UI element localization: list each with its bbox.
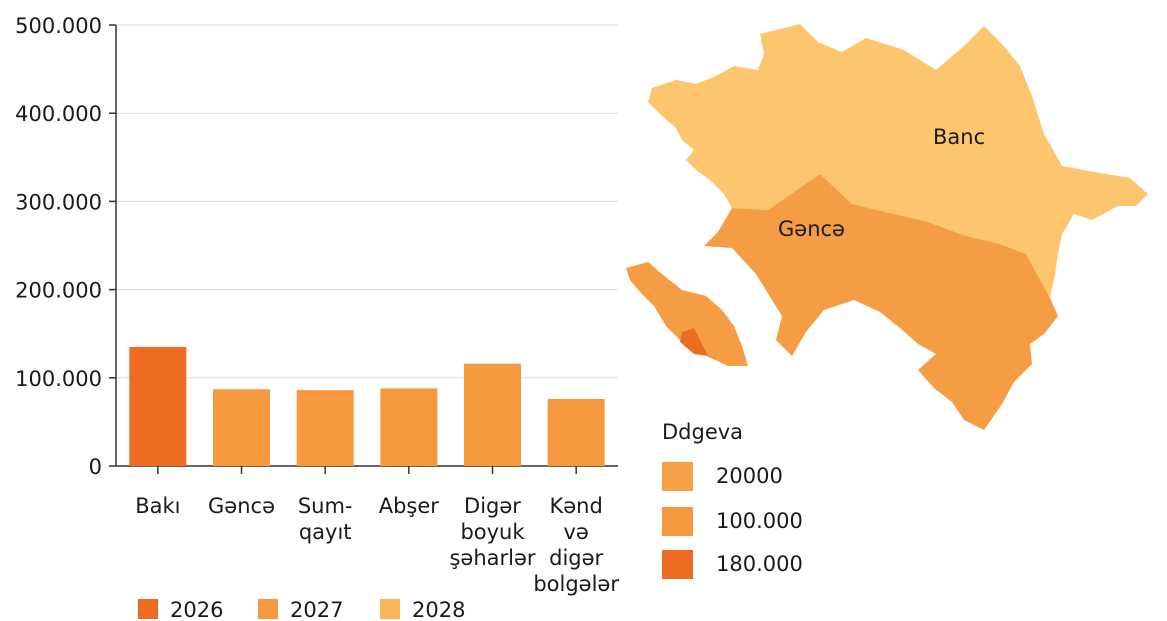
legend-label: 2026 [170,598,223,621]
bar [464,363,521,466]
x-tick-label: Bakı [135,494,180,518]
bar [129,346,187,466]
map-legend-label: 20000 [716,464,783,488]
legend-swatch [258,599,278,619]
map-label-banc: Banc [933,125,985,149]
map-legend-item: 100.000 [662,505,803,537]
map-legend-item: 20000 [662,460,783,492]
map-legend-swatch [662,506,693,536]
map-legend-swatch [662,461,693,491]
legend-label: 2027 [290,598,343,621]
legend-swatch [138,599,158,619]
legend-swatch [380,599,400,619]
x-tick-label: Sum-qayıt [298,494,353,544]
y-tick-label: 100.000 [15,367,102,391]
map-label-gence: Gəncə [778,217,845,241]
map-legend-label: 100.000 [716,509,803,533]
bar [547,398,605,466]
map-legend: Ddgeva 20000 100.000 180.000 [662,420,922,590]
map-region-exclave-highlight [680,328,708,356]
legend-label: 2028 [412,598,465,621]
bar [380,388,438,466]
map-legend-label: 180.000 [716,552,803,576]
map-region-gence [704,174,1058,430]
bar [296,390,354,466]
map-legend-swatch [662,549,693,579]
azerbaijan-map: Banc Gəncə [626,24,1148,430]
bar [213,389,270,466]
y-tick-label: 300.000 [15,190,102,214]
x-tick-label: Gəncə [208,494,275,518]
y-tick-label: 400.000 [15,102,102,126]
y-tick-label: 500.000 [15,14,102,38]
map-region-banc [648,24,1148,298]
bar-chart: 0 100.000 200.000 300.000 400.000 500.000Bakı… [15,14,619,621]
map-region-exclave [626,262,748,366]
map-legend-item: 180.000 [662,548,803,580]
y-tick-label: 0 [89,455,102,479]
y-tick-label: 200.000 [15,279,102,303]
map-legend-title: Ddgeva [662,420,744,444]
x-tick-label: Abşer [379,494,440,518]
